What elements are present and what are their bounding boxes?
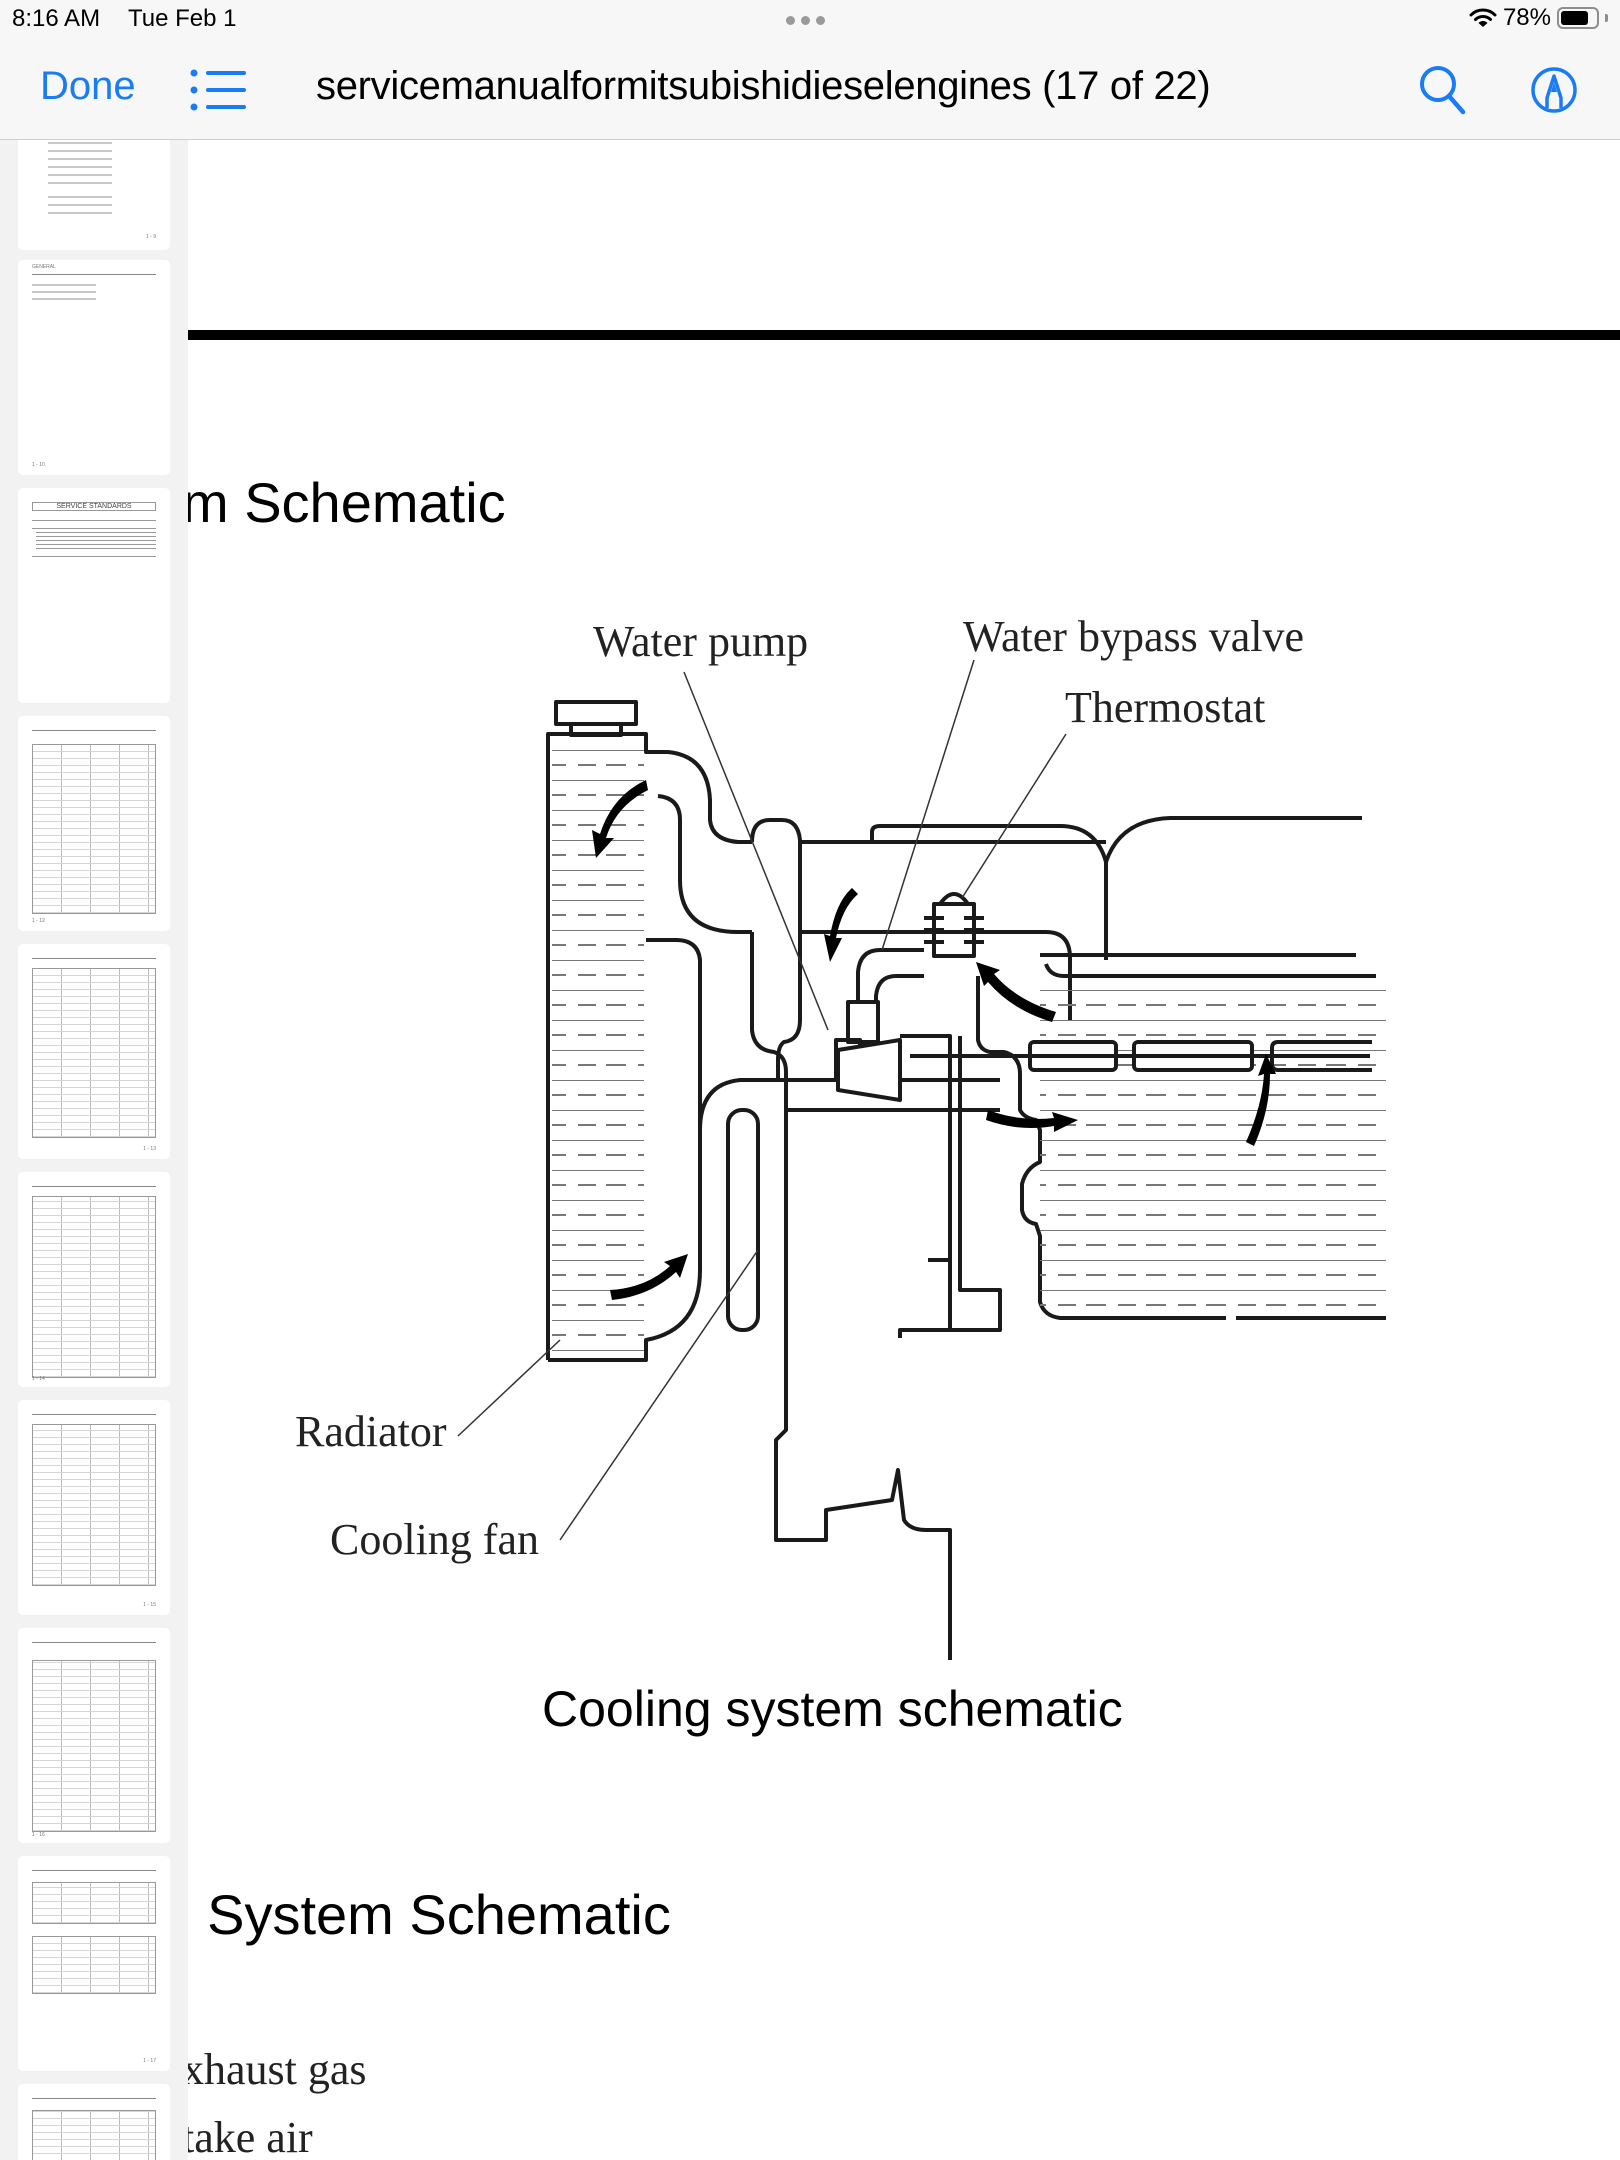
figure-caption: Cooling system schematic	[542, 1681, 1123, 1737]
document-page[interactable]: m Schematic	[188, 140, 1620, 2160]
water-bypass-pipe	[856, 948, 924, 1002]
status-indicators: 78%	[1469, 4, 1608, 32]
thumbnail-page-1-18[interactable]	[18, 2084, 170, 2160]
document-title: servicemanualformitsubishidieselengines …	[316, 64, 1211, 108]
label-cooling-fan: Cooling fan	[330, 1515, 539, 1564]
header-rule	[188, 330, 1620, 340]
thermostat	[924, 892, 984, 958]
cooling-system-diagram	[457, 659, 1386, 1660]
thumbnail-page-1-16[interactable]: 1 - 16	[18, 1628, 170, 1843]
list-icon[interactable]	[190, 68, 248, 112]
thumbnail-page-1-15[interactable]: 1 - 15	[18, 1400, 170, 1615]
radiator	[546, 732, 752, 1360]
status-time: 8:16 AM	[12, 5, 101, 32]
thumbnail-service-standards-toc[interactable]: SERVICE STANDARDS	[18, 488, 170, 703]
section-title-system-schematic: : System Schematic	[188, 1883, 671, 1946]
battery-tip	[1605, 14, 1608, 22]
multitasking-handle[interactable]	[786, 16, 825, 25]
thumbnail-page-1-12[interactable]: 1 - 12	[18, 716, 170, 931]
thumbnail-page-1-13[interactable]: 1 - 13	[18, 944, 170, 1159]
upper-hose	[657, 794, 752, 934]
thumbnail-page-label: 1 - 9	[145, 234, 156, 240]
page-thumbnail-sidebar[interactable]: 1 - 9 GENERAL 1 - 10 SERVICE STANDARDS 1…	[0, 140, 188, 2160]
lower-hose	[698, 1078, 786, 1250]
label-water-pump: Water pump	[593, 617, 809, 666]
label-thermostat: Thermostat	[1065, 683, 1266, 732]
status-bar: 8:16 AM Tue Feb 1 78%	[0, 0, 1620, 40]
battery-percent: 78%	[1502, 4, 1551, 31]
done-button[interactable]: Done	[40, 64, 136, 108]
radiator-cap	[554, 700, 638, 726]
thumbnail-page-1-9[interactable]: 1 - 9	[18, 140, 170, 250]
label-radiator: Radiator	[295, 1407, 447, 1456]
search-icon[interactable]	[1418, 64, 1468, 116]
label-water-bypass-valve: Water bypass valve	[963, 612, 1304, 661]
nav-bar: Done servicemanualformitsubishidieseleng…	[0, 40, 1620, 140]
thumbnail-page-1-10[interactable]: GENERAL 1 - 10	[18, 260, 170, 475]
cooling-fan	[726, 1108, 760, 1332]
thumbnail-page-1-17[interactable]: 1 - 17	[18, 1856, 170, 2071]
thumbnail-page-1-14[interactable]: 1 - 14	[18, 1172, 170, 1387]
thumbnail-page-label: 1 - 10	[32, 462, 45, 468]
wifi-icon	[1469, 8, 1497, 27]
battery-icon	[1557, 7, 1599, 29]
section-title-cooling: m Schematic	[188, 471, 506, 534]
markup-pen-icon[interactable]	[1530, 66, 1578, 114]
legend-intake-air: take air	[188, 2113, 313, 2160]
status-date: Tue Feb 1	[128, 5, 237, 32]
water-pump-housing	[750, 818, 802, 1082]
leader-lines	[457, 659, 1067, 1541]
legend-exhaust-gas: xhaust gas	[188, 2045, 367, 2094]
flow-arrows	[592, 780, 1276, 1300]
